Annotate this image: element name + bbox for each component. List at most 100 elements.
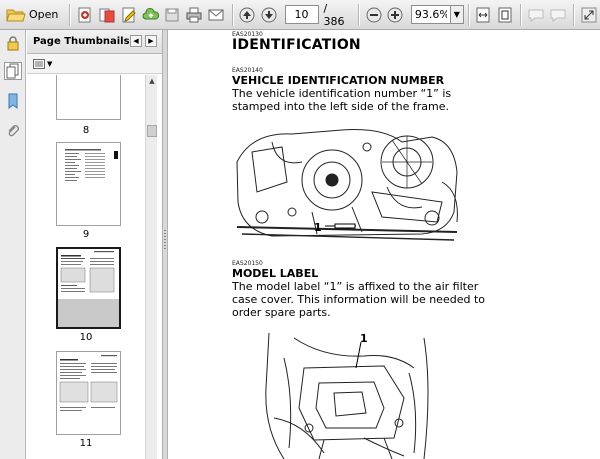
comment-icon bbox=[528, 9, 544, 22]
lock-icon[interactable] bbox=[4, 34, 22, 52]
page-preview bbox=[65, 149, 118, 181]
panel-title: Page Thumbnails bbox=[33, 36, 130, 47]
edit-document-icon bbox=[122, 7, 136, 22]
paperclip-icon bbox=[8, 125, 19, 137]
model-label-text-line2: case cover. This information will be nee… bbox=[232, 293, 485, 306]
fit-page-button[interactable] bbox=[495, 4, 516, 26]
save-icon bbox=[165, 8, 179, 21]
document-view: EAS20130 IDENTIFICATION EAS20140 VEHICLE… bbox=[168, 30, 600, 459]
model-label-callout-number: 1 bbox=[360, 332, 368, 345]
scrollbar-thumb[interactable] bbox=[147, 125, 157, 137]
chevron-right-icon: ▶ bbox=[148, 37, 154, 45]
pages-icon bbox=[6, 63, 19, 79]
sign-icon bbox=[550, 9, 566, 22]
combine-files-button[interactable] bbox=[96, 4, 117, 26]
folder-open-icon bbox=[6, 9, 26, 21]
plus-icon bbox=[387, 7, 403, 22]
page-title: IDENTIFICATION bbox=[232, 37, 361, 53]
open-button-label: Open bbox=[29, 8, 59, 21]
page-preview bbox=[59, 355, 118, 411]
print-button[interactable] bbox=[184, 4, 205, 26]
vin-callout-number: 1 bbox=[314, 221, 322, 234]
page-separator: / bbox=[323, 1, 328, 15]
expand-button[interactable] bbox=[578, 4, 599, 26]
vin-text-line2: stamped into the left side of the frame. bbox=[232, 100, 449, 113]
thumbnail-list: 8 9 bbox=[27, 75, 145, 459]
bookmark-icon bbox=[8, 93, 18, 109]
thumbnail-page-10[interactable] bbox=[56, 247, 121, 329]
bookmarks-tab[interactable] bbox=[4, 92, 22, 110]
comment-button[interactable] bbox=[525, 4, 546, 26]
arrow-down-icon bbox=[261, 7, 277, 22]
create-pdf-button[interactable] bbox=[74, 4, 95, 26]
page-preview bbox=[58, 249, 119, 299]
page-total-count: 386 bbox=[323, 14, 345, 28]
printer-icon bbox=[186, 7, 202, 22]
email-button[interactable] bbox=[206, 4, 227, 26]
zoom-level-input[interactable] bbox=[410, 5, 451, 24]
panel-splitter[interactable] bbox=[162, 30, 168, 459]
page-number-input[interactable] bbox=[284, 5, 319, 24]
chevron-down-icon: ▼ bbox=[453, 10, 460, 19]
expand-icon bbox=[581, 7, 597, 22]
create-pdf-icon bbox=[78, 7, 91, 22]
edit-document-button[interactable] bbox=[118, 4, 139, 26]
zoom-dropdown-button[interactable]: ▼ bbox=[450, 5, 464, 24]
page-thumbnails-tab[interactable] bbox=[4, 62, 22, 80]
thumbnail-scrollbar[interactable]: ▲ bbox=[145, 75, 157, 459]
page-total-label: / 386 bbox=[324, 2, 350, 28]
thumbnail-label: 8 bbox=[82, 125, 90, 136]
toolbar-separator bbox=[573, 3, 575, 26]
vin-code: EAS20140 bbox=[232, 67, 263, 74]
scroll-up-button[interactable]: ▲ bbox=[149, 77, 155, 85]
thumbnail-label: 9 bbox=[82, 229, 90, 240]
toolbar-separator bbox=[231, 3, 233, 26]
minus-icon bbox=[366, 7, 382, 22]
zoom-in-button[interactable] bbox=[385, 4, 406, 26]
toolbar-separator bbox=[467, 3, 469, 26]
arrow-up-icon bbox=[239, 7, 255, 22]
sign-button[interactable] bbox=[547, 4, 568, 26]
next-page-button[interactable] bbox=[259, 4, 280, 26]
main-toolbar: Open / 386 ▼ bbox=[0, 0, 600, 30]
splitter-grip[interactable] bbox=[164, 230, 166, 250]
options-menu-icon bbox=[33, 59, 45, 69]
vin-heading: VEHICLE IDENTIFICATION NUMBER bbox=[232, 74, 445, 87]
thumbnail-label: 10 bbox=[79, 332, 93, 343]
open-button[interactable]: Open bbox=[4, 4, 64, 26]
model-label-text-line3: order spare parts. bbox=[232, 306, 331, 319]
collapse-panel-button[interactable]: ◀ bbox=[130, 35, 142, 47]
expand-panel-button[interactable]: ▶ bbox=[145, 35, 157, 47]
fit-width-icon bbox=[476, 7, 490, 22]
thumbnail-page-9[interactable] bbox=[56, 142, 121, 226]
zoom-out-button[interactable] bbox=[363, 4, 384, 26]
model-label-section: EAS20150 MODEL LABEL The model label “1”… bbox=[232, 260, 532, 319]
vin-text-line1: The vehicle identification number “1” is bbox=[232, 87, 452, 100]
panel-toolbar: ▼ bbox=[27, 54, 162, 74]
cloud-upload-icon bbox=[142, 7, 159, 19]
fit-width-button[interactable] bbox=[473, 4, 494, 26]
previous-page-button[interactable] bbox=[237, 4, 258, 26]
combine-files-icon bbox=[99, 8, 115, 22]
thumbnail-page-11[interactable] bbox=[56, 351, 121, 435]
chevron-down-icon: ▼ bbox=[47, 60, 53, 68]
thumbnail-page-8[interactable] bbox=[56, 75, 121, 120]
attachments-tab[interactable] bbox=[4, 122, 22, 140]
section-code: EAS20130 bbox=[232, 31, 263, 38]
engine-frame-illustration bbox=[236, 129, 458, 241]
thumbnail-label: 11 bbox=[79, 438, 93, 449]
save-button[interactable] bbox=[162, 4, 183, 26]
toolbar-separator bbox=[69, 3, 71, 26]
chevron-left-icon: ◀ bbox=[133, 37, 139, 45]
page-thumbnails-panel: Page Thumbnails ◀ ▶ ▼ 8 bbox=[27, 30, 162, 459]
model-label-heading: MODEL LABEL bbox=[232, 267, 319, 280]
toolbar-separator bbox=[520, 3, 522, 26]
model-label-text-line1: The model label “1” is affixed to the ai… bbox=[232, 280, 479, 293]
toolbar-separator bbox=[358, 3, 360, 26]
envelope-icon bbox=[208, 9, 224, 20]
model-label-code: EAS20150 bbox=[232, 260, 263, 267]
cloud-share-button[interactable] bbox=[140, 4, 161, 26]
navigation-rail bbox=[0, 30, 26, 459]
page-content: EAS20130 IDENTIFICATION EAS20140 VEHICLE… bbox=[232, 30, 532, 113]
thumbnail-options-button[interactable]: ▼ bbox=[33, 57, 55, 71]
